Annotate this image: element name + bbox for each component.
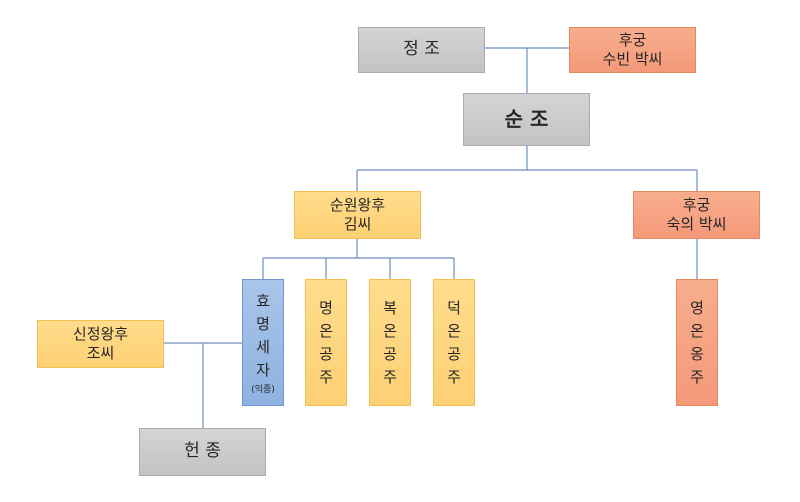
node-sugui-park: 후궁 숙의 박씨 (633, 191, 760, 239)
node-myeongon-char-4: 주 (319, 367, 333, 386)
node-bogon-char-3: 공 (383, 344, 397, 363)
node-sunjo: 순 조 (463, 93, 590, 146)
node-heonjong: 헌 종 (139, 428, 266, 476)
node-myeongon-char-3: 공 (319, 344, 333, 363)
node-hyomyeong-char-2: 명 (256, 314, 270, 333)
node-subin-line2: 수빈 박씨 (602, 50, 663, 68)
node-sinjeong-queen: 신정왕후 조씨 (37, 320, 164, 368)
node-deogon-char-2: 온 (447, 321, 461, 340)
node-jeongjo-label: 정 조 (403, 39, 440, 60)
node-heonjong-label: 헌 종 (184, 441, 221, 462)
node-deogon-princess: 덕 온 공 주 (433, 279, 475, 406)
node-bogon-char-4: 주 (383, 367, 397, 386)
node-deogon-char-1: 덕 (447, 298, 461, 317)
node-hyomyeong-char-4: 자 (256, 360, 270, 379)
node-bogon-princess: 복 온 공 주 (369, 279, 411, 406)
node-subin-line1: 후궁 (618, 31, 647, 50)
node-sinjeong-line2: 조씨 (86, 344, 115, 362)
node-sunwon-line2: 김씨 (343, 215, 372, 233)
node-yeongon-princess: 영 온 옹 주 (676, 279, 718, 406)
node-sugui-line2: 숙의 박씨 (666, 215, 727, 233)
node-myeongon-char-1: 명 (319, 298, 333, 317)
node-myeongon-princess: 명 온 공 주 (305, 279, 347, 406)
node-subin-park: 후궁 수빈 박씨 (569, 27, 696, 73)
node-sunwon-line1: 순원왕후 (329, 196, 386, 215)
node-hyomyeong-char-3: 세 (256, 337, 270, 356)
node-sinjeong-line1: 신정왕후 (72, 325, 129, 344)
node-yeongon-char-2: 온 (690, 321, 704, 340)
node-yeongon-char-4: 주 (690, 367, 704, 386)
node-hyomyeong-crown-prince: 효 명 세 자 (익종) (242, 279, 284, 406)
node-deogon-char-3: 공 (447, 344, 461, 363)
node-hyomyeong-note: (익종) (251, 384, 275, 395)
node-sunjo-label: 순 조 (504, 107, 549, 131)
node-hyomyeong-char-1: 효 (256, 291, 270, 310)
node-bogon-char-2: 온 (383, 321, 397, 340)
node-sugui-line1: 후궁 (682, 196, 711, 215)
node-yeongon-char-3: 옹 (690, 344, 704, 363)
node-sunwon-queen: 순원왕후 김씨 (294, 191, 421, 239)
node-deogon-char-4: 주 (447, 367, 461, 386)
node-jeongjo: 정 조 (358, 27, 485, 73)
node-bogon-char-1: 복 (383, 298, 397, 317)
node-myeongon-char-2: 온 (319, 321, 333, 340)
node-yeongon-char-1: 영 (690, 298, 704, 317)
